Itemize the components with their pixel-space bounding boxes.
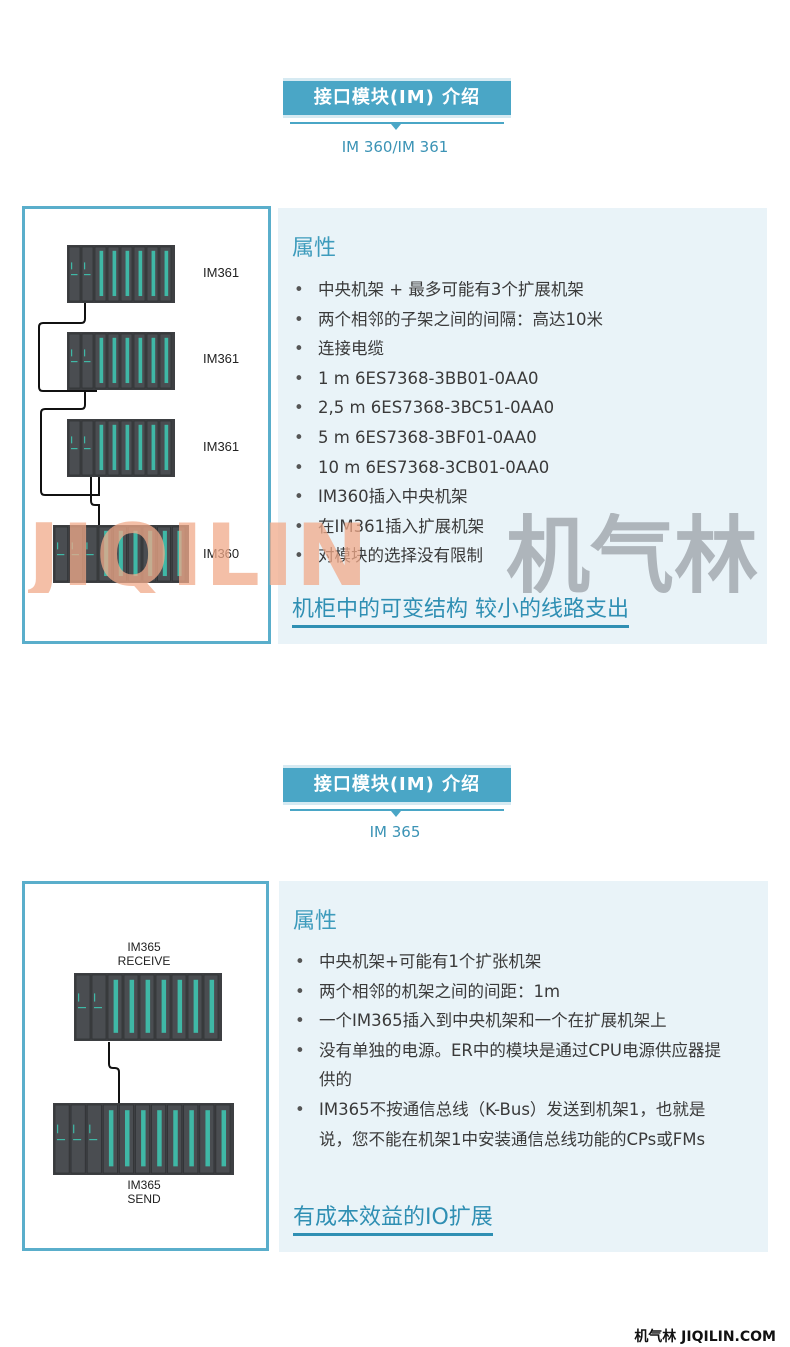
cable-im365 (108, 1042, 120, 1103)
section1-pointer-icon (391, 124, 401, 130)
section2-rack-svg (53, 973, 234, 1175)
list-item: 1 m 6ES7368-3BB01-0AA0 (292, 364, 757, 394)
list-item: 2,5 m 6ES7368-3BC51-0AA0 (292, 393, 757, 423)
list-item: 没有单独的电源。ER中的模块是通过CPU电源供应器提供的 (293, 1036, 758, 1095)
section1-underline (290, 122, 504, 124)
list-item: 5 m 6ES7368-3BF01-0AA0 (292, 423, 757, 453)
section2-rack-diagram: IM365 RECEIVE IM365 SEND (22, 881, 269, 1251)
section1-footer-text: 机柜中的可变结构 较小的线路支出 (292, 596, 629, 628)
site-footer: 机气林 JIQILIN.COM (634, 1329, 776, 1345)
section1-props-list: 中央机架 + 最多可能有3个扩展机架 两个相邻的子架之间的间隔：高达10米 连接… (292, 275, 757, 571)
rack-label-1: IM361 (203, 265, 240, 280)
list-item: IM360插入中央机架 (292, 482, 757, 512)
section1-subtitle: IM 360/IM 361 (341, 138, 449, 156)
section1-rack-diagram: IM361 IM361 IM361 IM360 (22, 206, 271, 644)
receive-label: IM365 RECEIVE (99, 940, 189, 968)
list-item: 中央机架 + 最多可能有3个扩展机架 (292, 275, 757, 305)
rack-expansion-1 (67, 245, 175, 303)
section2-subtitle: IM 365 (369, 823, 421, 841)
receive-label-line1: IM365 (127, 940, 161, 954)
section2-props-list: 中央机架+可能有1个扩张机架 两个相邻的机架之间的间距：1m 一个IM365插入… (293, 947, 758, 1154)
rack-send (53, 1103, 234, 1175)
section2-underline (290, 809, 504, 811)
list-item: 对模块的选择没有限制 (292, 541, 757, 571)
section1-properties: 属性 中央机架 + 最多可能有3个扩展机架 两个相邻的子架之间的间隔：高达10米… (278, 208, 767, 644)
rack-expansion-2 (67, 332, 175, 390)
section2-props-title: 属性 (293, 909, 338, 934)
cable-1 (38, 303, 97, 392)
rack-central (53, 525, 189, 583)
cable-3 (90, 477, 100, 525)
section1-banner: 接口模块(IM) 介绍 (283, 78, 511, 118)
list-item: 连接电缆 (292, 334, 757, 364)
rack-label-2: IM361 (203, 351, 240, 366)
rack-receive (74, 973, 222, 1041)
send-label-line1: IM365 (127, 1178, 161, 1192)
section2-footer-text: 有成本效益的IO扩展 (293, 1204, 493, 1236)
section2-pointer-icon (391, 811, 401, 817)
section2-properties: 属性 中央机架+可能有1个扩张机架 两个相邻的机架之间的间距：1m 一个IM36… (279, 881, 768, 1252)
list-item: 10 m 6ES7368-3CB01-0AA0 (292, 453, 757, 483)
section1-rack-svg (38, 245, 189, 583)
send-label: IM365 SEND (99, 1178, 189, 1206)
list-item: 中央机架+可能有1个扩张机架 (293, 947, 758, 977)
send-label-line2: SEND (127, 1192, 161, 1206)
rack-expansion-3 (67, 419, 175, 477)
section1-banner-text: 接口模块(IM) 介绍 (313, 87, 481, 108)
list-item: 在IM361插入扩展机架 (292, 512, 757, 542)
list-item: 两个相邻的子架之间的间隔：高达10米 (292, 305, 757, 335)
cable-2 (40, 390, 100, 496)
section2-banner: 接口模块(IM) 介绍 (283, 765, 511, 805)
list-item: 两个相邻的机架之间的间距：1m (293, 977, 758, 1007)
list-item: IM365不按通信总线（K-Bus）发送到机架1，也就是说，您不能在机架1中安装… (293, 1095, 758, 1154)
list-item: 一个IM365插入到中央机架和一个在扩展机架上 (293, 1006, 758, 1036)
section1-props-title: 属性 (292, 236, 337, 261)
rack-label-3: IM361 (203, 439, 240, 454)
receive-label-line2: RECEIVE (117, 954, 171, 968)
section2-banner-text: 接口模块(IM) 介绍 (313, 774, 481, 795)
rack-label-4: IM360 (203, 546, 240, 561)
